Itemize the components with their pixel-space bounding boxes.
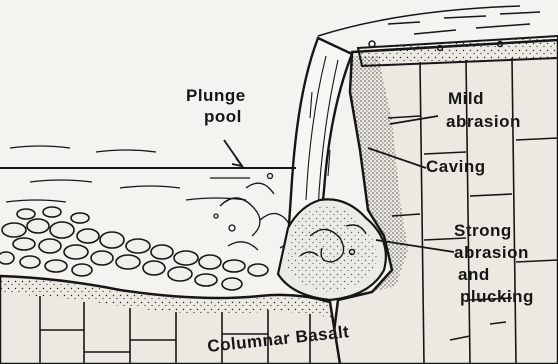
- strong-abrasion-label-line2: abrasion: [454, 243, 529, 262]
- strong-abrasion-label-line1: Strong: [454, 221, 512, 240]
- strong-abrasion-label-line3: and: [458, 265, 490, 284]
- caving-label: Caving: [426, 157, 486, 176]
- plunge-pool-label-line2: pool: [204, 107, 242, 126]
- mild-abrasion-label-line2: abrasion: [446, 112, 521, 131]
- strong-abrasion-label-line4: plucking: [460, 287, 534, 306]
- plunge-pool-label-line1: Plunge: [186, 86, 246, 105]
- mild-abrasion-label-line1: Mild: [448, 89, 484, 108]
